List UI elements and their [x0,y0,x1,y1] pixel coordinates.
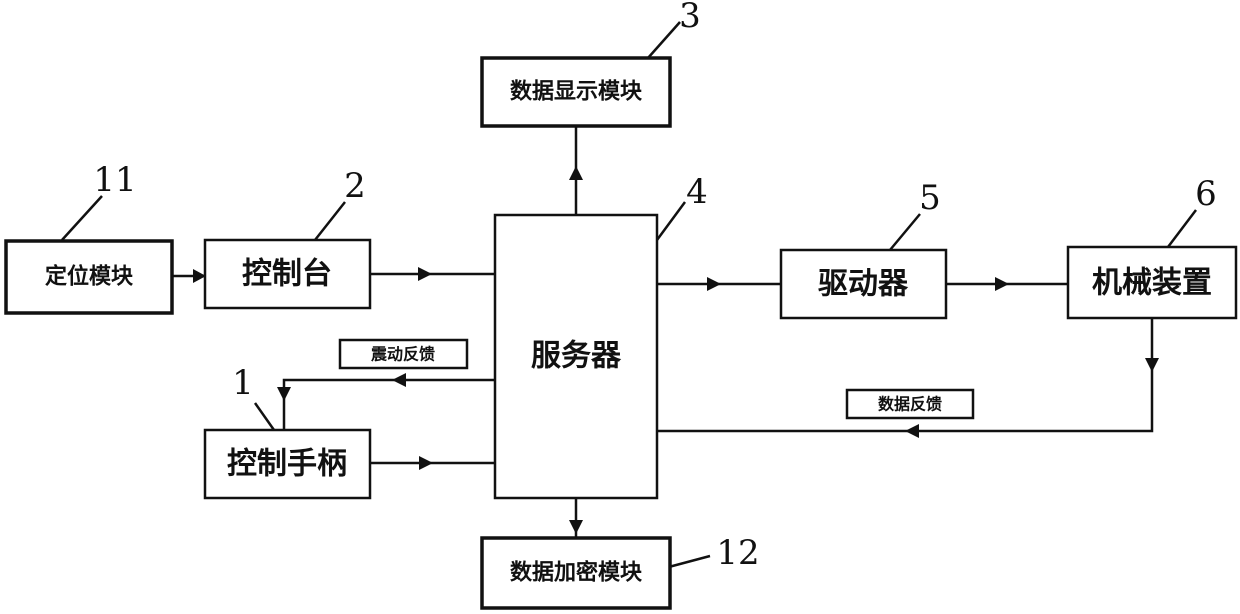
arrow-down-to-handle [277,387,291,401]
positioning-module-block: 定位模块 [6,241,172,313]
number-12: 12 [716,533,759,573]
number-5: 5 [919,178,941,218]
vibration-feedback-label: 震动反馈 [370,345,435,364]
control-handle-block: 控制手柄 [205,430,370,498]
control-handle-label: 控制手柄 [227,447,347,482]
leader-2 [315,202,345,240]
data-feedback-label: 数据反馈 [878,395,942,414]
positioning-module-label: 定位模块 [45,264,134,290]
number-4: 4 [686,172,708,212]
data-display-module-block: 数据显示模块 [482,58,670,126]
data-display-module-label: 数据显示模块 [510,79,643,105]
arrow-down-mechanical-feedback [1145,358,1159,372]
data-encryption-module-label: 数据加密模块 [510,560,643,586]
server-label: 服务器 [531,339,622,374]
number-1: 1 [232,363,254,403]
leader-3 [648,22,680,58]
number-6: 6 [1195,174,1217,214]
arrow-down-to-encryption [569,520,583,534]
leader-6 [1168,210,1196,247]
leader-11 [62,196,102,240]
mechanical-device-block: 机械装置 [1068,247,1236,318]
console-label: 控制台 [242,257,332,292]
number-11: 11 [93,160,136,200]
number-3: 3 [679,0,701,36]
leader-1 [255,403,274,430]
arrow-up-to-display [569,166,583,180]
vibration-feedback-tag: 震动反馈 [340,340,467,368]
driver-label: 驱动器 [818,267,909,302]
arrow-right-console-server [418,267,432,281]
arrow-left-vibration-feedback [392,373,406,387]
arrow-right-handle-server [419,456,433,470]
data-feedback-tag: 数据反馈 [847,390,973,418]
wire-vibration-feedback [284,380,495,430]
arrow-left-data-feedback [905,424,919,438]
leader-5 [890,214,920,250]
console-block: 控制台 [205,240,370,308]
mechanical-device-label: 机械装置 [1092,266,1212,301]
server-block: 服务器 [495,215,657,498]
arrow-right-server-driver [707,277,721,291]
driver-block: 驱动器 [781,250,946,318]
arrow-right-driver-mechanical [995,277,1009,291]
leader-4 [657,202,685,240]
number-2: 2 [344,166,366,206]
data-encryption-module-block: 数据加密模块 [482,538,670,608]
